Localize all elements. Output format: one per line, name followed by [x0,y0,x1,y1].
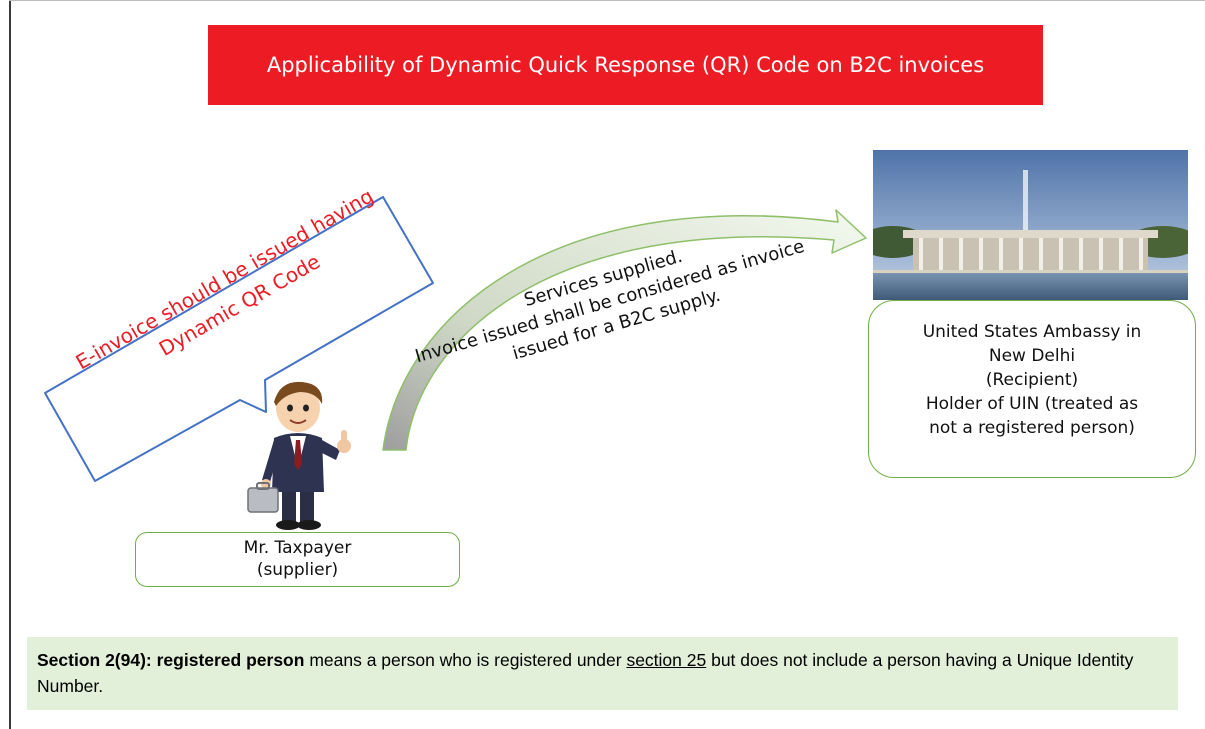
definition-text-2: but does not include a person having a U… [37,650,1134,696]
curved-arrow [382,209,867,451]
title-text: Applicability of Dynamic Quick Response … [266,53,985,77]
recipient-line-1: United States Ambassy in [922,322,1142,342]
embassy-building-photo [873,150,1188,300]
supplier-line-2: (supplier) [256,560,339,580]
definition-term: Section 2(94): registered person [37,650,305,670]
recipient-line-5: not a registered person) [929,418,1135,438]
supplier-box: Mr. Taxpayer (supplier) [135,532,460,587]
section-25-link[interactable]: section 25 [626,650,707,670]
title-banner: Applicability of Dynamic Quick Response … [208,25,1043,105]
businessman-thumbs-up-icon [247,381,351,530]
frame-top-border [9,0,1205,1]
definition-text-1: means a person who is registered under [304,650,627,670]
recipient-line-3: (Recipient) [985,370,1079,390]
callout-box [44,196,434,482]
frame-left-border [9,0,11,729]
recipient-line-4: Holder of UIN (treated as [925,394,1139,414]
definition-note: Section 2(94): registered person means a… [27,637,1178,710]
recipient-line-2: New Delhi [988,346,1076,366]
recipient-box: United States Ambassy in New Delhi (Reci… [868,300,1196,478]
supplier-line-1: Mr. Taxpayer [243,538,352,558]
